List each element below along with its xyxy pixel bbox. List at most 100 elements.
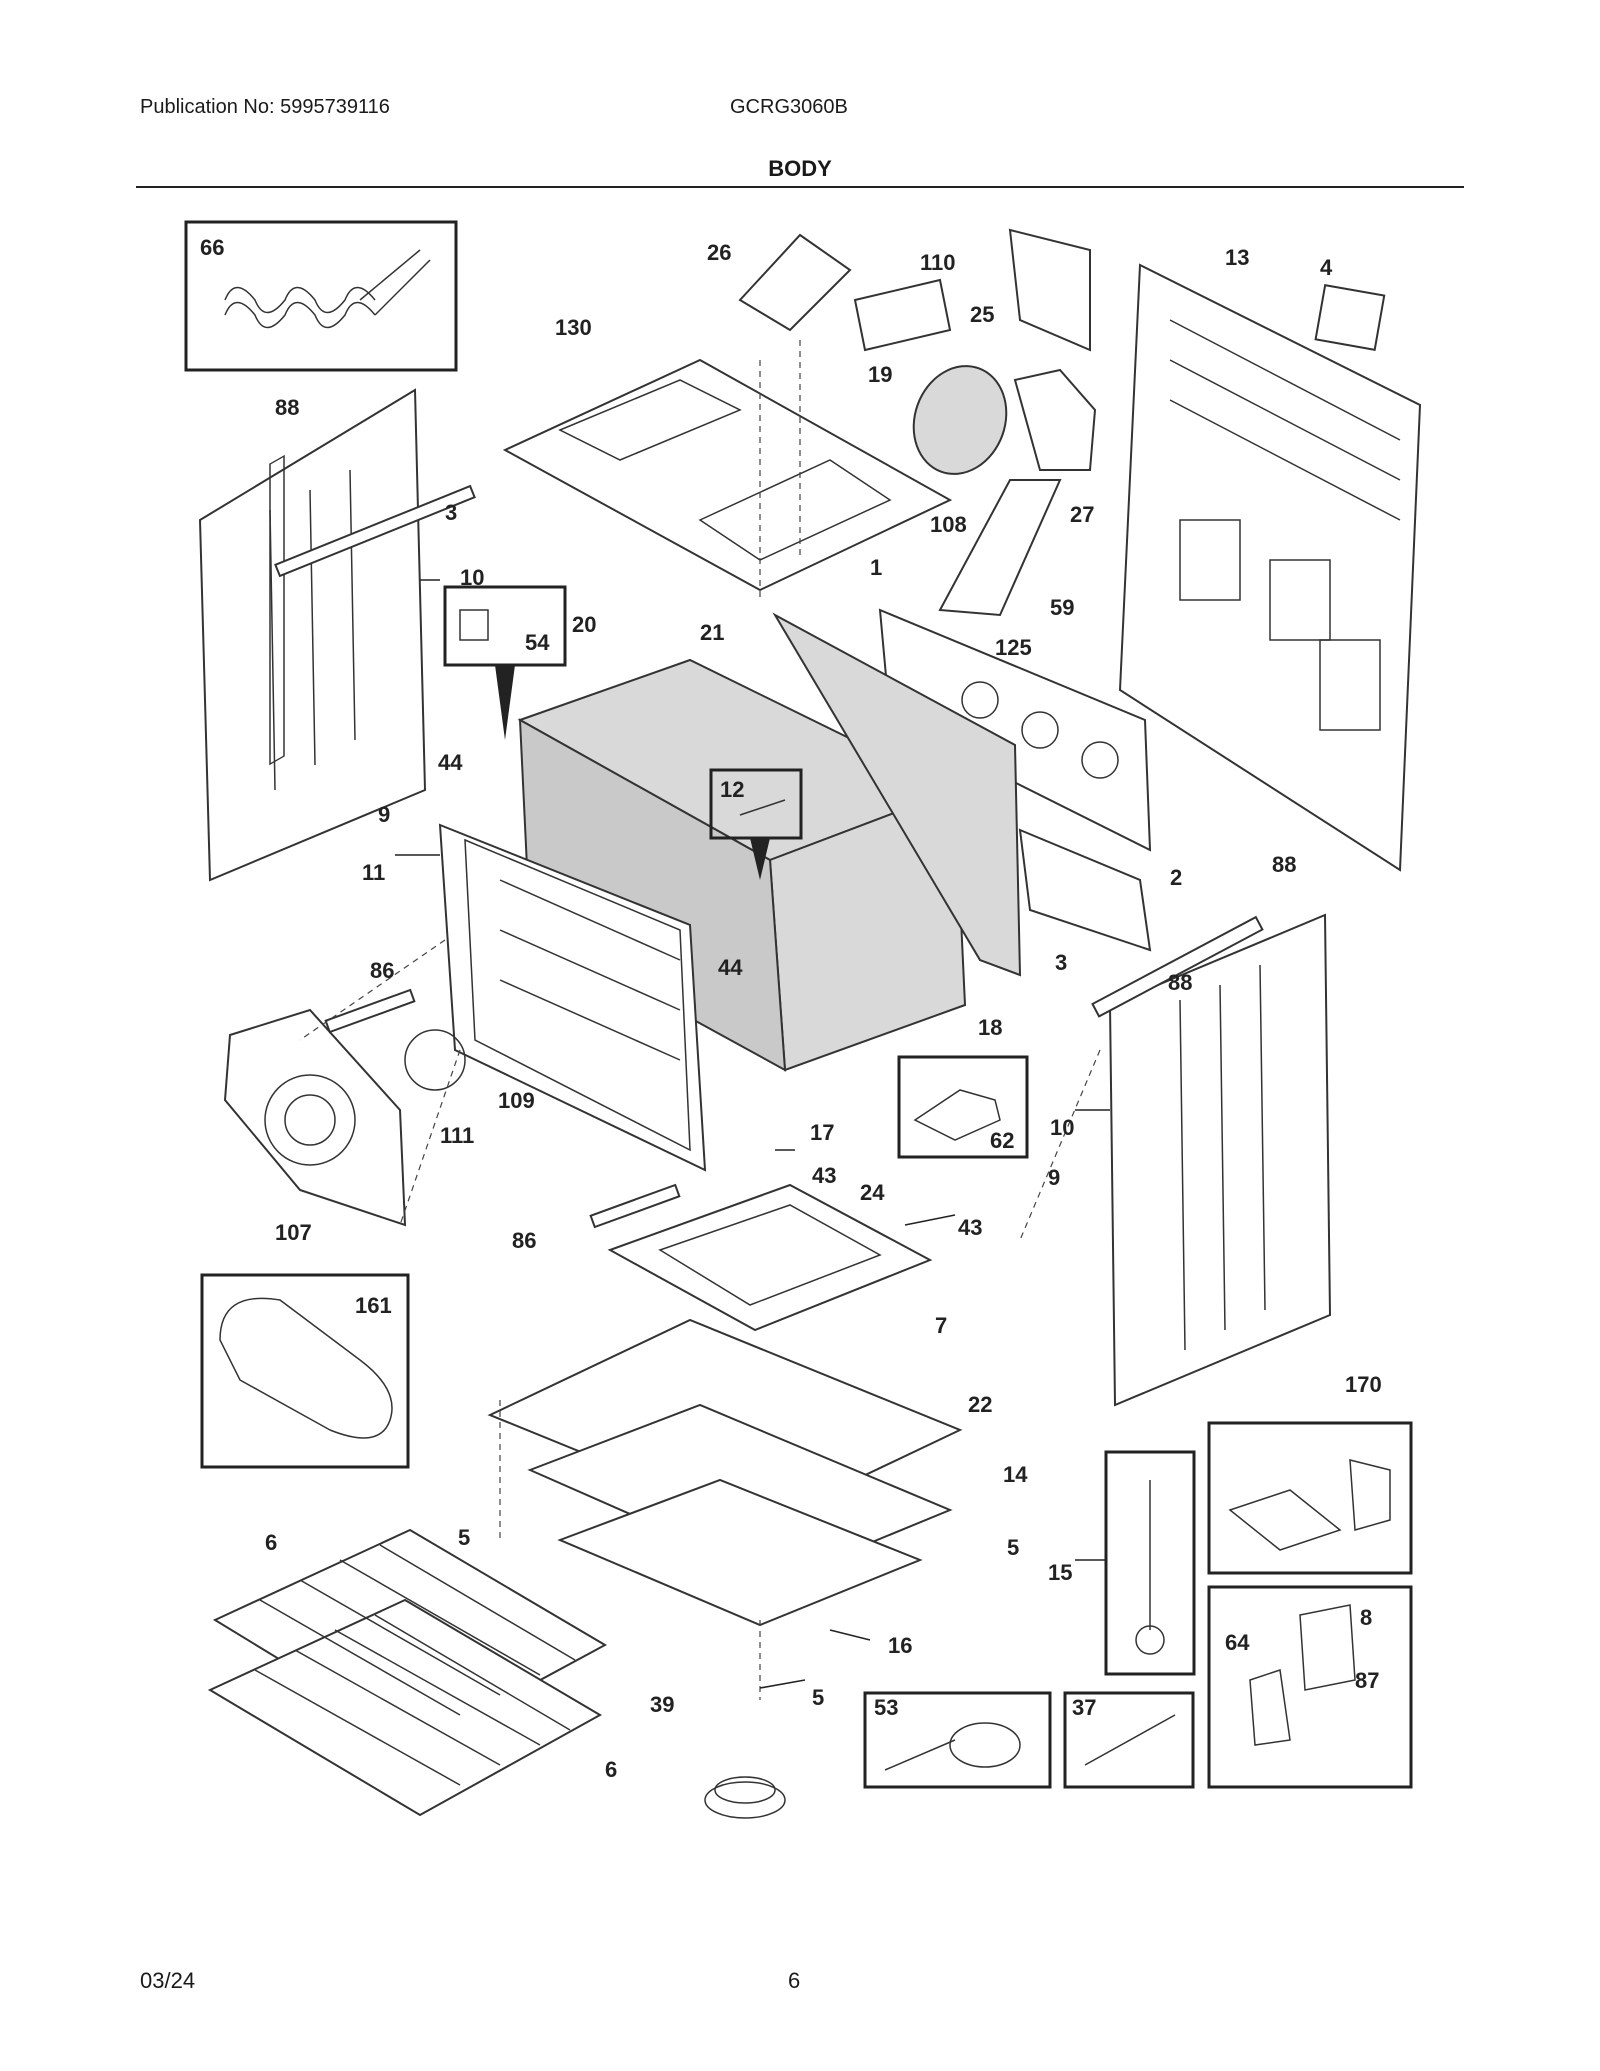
side-rail-left [274, 484, 476, 578]
callout-66: 66 [200, 235, 224, 260]
callout-16: 16 [888, 1633, 912, 1658]
alignment-lines [299, 340, 1101, 1700]
callout-54: 54 [525, 630, 550, 655]
callout-13: 13 [1225, 245, 1249, 270]
callout-14: 14 [1003, 1462, 1028, 1487]
callout-9-left: 9 [378, 802, 390, 827]
callout-15: 15 [1048, 1560, 1072, 1585]
callout-37: 37 [1072, 1695, 1096, 1720]
oven-front-frame [438, 823, 707, 1172]
callout-5-left: 5 [458, 1525, 470, 1550]
oven-racks [207, 1528, 608, 1817]
callout-161: 161 [355, 1293, 392, 1318]
callout-125: 125 [995, 635, 1032, 660]
bake-igniter [324, 988, 416, 1034]
callout-39: 39 [650, 1692, 674, 1717]
burner-tray [607, 1183, 933, 1332]
callout-109: 109 [498, 1088, 535, 1113]
bottom-frame [487, 1318, 963, 1627]
inset-box-15 [1104, 1450, 1196, 1676]
callout-20: 20 [572, 612, 596, 637]
callout-88-top: 88 [275, 395, 299, 420]
inset-box-54 [443, 585, 567, 740]
callout-1: 1 [870, 555, 882, 580]
callout-64: 64 [1225, 1630, 1250, 1655]
callout-44-right: 44 [718, 955, 743, 980]
cavity-insulation [772, 612, 1022, 977]
callout-6-bottom: 6 [605, 1757, 617, 1782]
callout-6-top: 6 [265, 1530, 277, 1555]
callout-86-top: 86 [370, 958, 394, 983]
side-panel-left [198, 388, 427, 882]
side-rail-right [1091, 915, 1264, 1018]
callout-27: 27 [1070, 502, 1094, 527]
inset-box-12 [709, 768, 803, 880]
callout-86-bottom: 86 [512, 1228, 536, 1253]
callout-87: 87 [1355, 1668, 1379, 1693]
callout-43-top: 43 [812, 1163, 836, 1188]
callout-9-right: 9 [1048, 1165, 1060, 1190]
callout-44-left: 44 [438, 750, 463, 775]
callout-53: 53 [874, 1695, 898, 1720]
callout-108: 108 [930, 512, 967, 537]
callout-25: 25 [970, 302, 994, 327]
callout-110: 110 [920, 250, 956, 275]
callout-10-right: 10 [1050, 1115, 1074, 1140]
callout-43-right: 43 [958, 1215, 982, 1240]
callout-19: 19 [868, 362, 892, 387]
callout-8: 8 [1360, 1605, 1372, 1630]
inset-box-66 [184, 220, 458, 372]
callout-59: 59 [1050, 595, 1074, 620]
callout-21: 21 [700, 620, 724, 645]
callout-12: 12 [720, 777, 744, 802]
page-number: 6 [788, 1968, 801, 1993]
callout-22: 22 [968, 1392, 992, 1417]
callout-17: 17 [810, 1120, 834, 1145]
callout-4: 4 [1320, 255, 1333, 280]
back-panel [1118, 263, 1422, 872]
callout-3-right: 3 [1055, 950, 1067, 975]
callout-5-right: 5 [1007, 1535, 1019, 1560]
callout-170: 170 [1345, 1372, 1382, 1397]
burner-base [704, 1776, 786, 1819]
callout-2: 2 [1170, 865, 1182, 890]
callout-130: 130 [555, 315, 592, 340]
callout-10-left: 10 [460, 565, 484, 590]
callout-11: 11 [362, 860, 385, 885]
callout-111: 111 [440, 1123, 474, 1148]
oven-cavity [517, 658, 967, 1072]
callout-26: 26 [707, 240, 731, 265]
publication-number: Publication No: 5995739116 [140, 96, 390, 118]
inset-box-8-64-87 [1207, 1585, 1413, 1789]
callout-3-left: 3 [445, 500, 457, 525]
model-number: GCRG3060B [730, 96, 848, 118]
top-brackets [738, 228, 1091, 352]
exploded-parts-diagram: 66 26 110 13 4 130 25 19 88 3 108 27 10 … [0, 200, 1600, 1840]
inset-box-62 [897, 1055, 1029, 1159]
fan-blade [404, 1029, 466, 1091]
callout-62: 62 [990, 1128, 1014, 1153]
top-panel [502, 358, 953, 592]
header-divider [136, 186, 1464, 188]
page-title: BODY [768, 156, 832, 181]
callout-7: 7 [935, 1313, 947, 1338]
callout-88-right: 88 [1272, 852, 1296, 877]
callout-24: 24 [860, 1180, 885, 1205]
inset-box-170 [1207, 1421, 1413, 1575]
inset-box-53 [863, 1691, 1052, 1789]
cover-plate [1314, 284, 1386, 351]
leader-lines [395, 579, 1110, 1689]
callout-5-bottom: 5 [812, 1685, 824, 1710]
convection-motor [912, 365, 1008, 475]
callout-18: 18 [978, 1015, 1002, 1040]
convection-fan-cover [223, 1008, 407, 1227]
rear-bracket [1018, 828, 1152, 952]
footer-date: 03/24 [140, 1968, 196, 1993]
callout-107: 107 [275, 1220, 312, 1245]
inset-box-37 [1063, 1691, 1195, 1789]
broil-igniter [589, 1183, 681, 1229]
inset-box-161 [200, 1273, 410, 1469]
callout-88-mid: 88 [1168, 970, 1192, 995]
vent-ducts [938, 368, 1097, 617]
side-panel-right [1108, 913, 1332, 1407]
